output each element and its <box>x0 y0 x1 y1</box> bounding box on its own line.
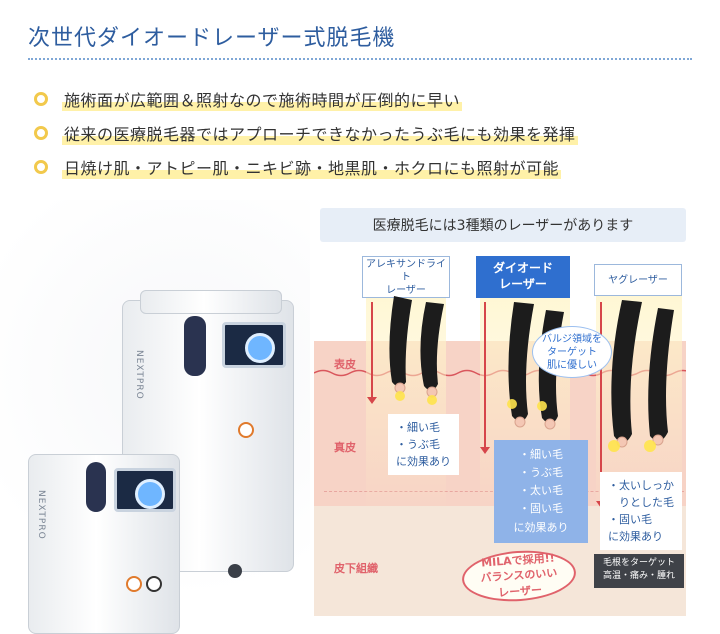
device-large-top <box>140 290 282 314</box>
device-large-knob <box>238 422 254 438</box>
laser-label-line: レーザー <box>499 277 547 291</box>
device-large-brand: NEXTPRO <box>134 350 144 400</box>
effect-line: ・太い毛 <box>519 484 563 498</box>
device-small-knob <box>126 576 142 592</box>
diode-effects: ・細い毛 ・うぶ毛 ・太い毛 ・固い毛 に効果あり <box>494 440 588 543</box>
effect-line: に効果あり <box>513 520 569 534</box>
bulge-note: バルジ領域をターゲット肌に優しい <box>532 326 612 378</box>
effect-line: ・固い毛 <box>519 502 563 516</box>
device-small-screen <box>114 468 176 512</box>
effect-line: ・うぶ毛 <box>396 438 440 452</box>
feature-text: 日焼け肌・アトピー肌・ニキビ跡・地黒肌・ホクロにも照射が可能 <box>62 155 562 179</box>
effect-line: に効果あり <box>396 455 451 469</box>
mila-note-line: レーザー <box>497 583 543 600</box>
alexandrite-effects: ・細い毛 ・うぶ毛 に効果あり <box>388 414 459 476</box>
device-photo: NEXTPRO NEXTPRO <box>0 200 310 634</box>
follicle-note-line: 毛根をターゲット <box>602 558 675 568</box>
laser-comparison-diagram: 医療脱毛には3種類のレーザーがあります アレキサンドライトレーザー ダイオードレ… <box>314 206 714 626</box>
feature-text: 施術面が広範囲＆照射なので施術時間が圧倒的に早い <box>62 87 463 111</box>
device-large-handpiece <box>184 316 206 376</box>
feature-item: 施術面が広範囲＆照射なので施術時間が圧倒的に早い <box>34 82 578 116</box>
laser-label-alexandrite: アレキサンドライトレーザー <box>362 256 450 298</box>
bulge-note-line: ターゲット <box>547 346 597 358</box>
device-large-screen <box>222 322 286 368</box>
layer-label-epidermis: 表皮 <box>334 358 356 371</box>
laser-label-diode: ダイオードレーザー <box>476 256 570 298</box>
layer-label-dermis: 真皮 <box>334 441 356 454</box>
effect-line: ・細い毛 <box>396 421 440 434</box>
feature-item: 日焼け肌・アトピー肌・ニキビ跡・地黒肌・ホクロにも照射が可能 <box>34 150 578 184</box>
laser-label-line: レーザー <box>386 284 426 296</box>
penetration-arrow <box>367 302 377 404</box>
bulge-note-line: 肌に優しい <box>547 359 597 371</box>
device-small-knob <box>146 576 162 592</box>
device-small-handpiece <box>86 462 106 512</box>
device-large-wheel <box>228 564 242 578</box>
yag-follicle-note: 毛根をターゲット 高温・痛み・腫れ <box>594 554 684 588</box>
laser-label-line: ヤグレーザー <box>608 274 668 286</box>
effect-line: ・細い毛 <box>519 448 563 461</box>
bullet-dot-icon <box>34 126 48 140</box>
feature-item: 従来の医療脱毛器ではアプローチできなかったうぶ毛にも効果を発揮 <box>34 116 578 150</box>
effect-line: ・太いしっか <box>608 479 674 492</box>
laser-label-yag: ヤグレーザー <box>594 264 682 296</box>
mila-note-line: バランスのいい <box>480 566 558 585</box>
bullet-dot-icon <box>34 160 48 174</box>
effect-line: ・固い毛 <box>608 513 652 527</box>
page-title: 次世代ダイオードレーザー式脱毛機 <box>28 26 396 51</box>
bullet-dot-icon <box>34 92 48 106</box>
bulge-note-line: バルジ領域を <box>542 333 602 345</box>
title-divider <box>28 58 692 60</box>
layer-label-subcutis: 皮下組織 <box>334 562 378 575</box>
device-small-brand: NEXTPRO <box>36 490 46 540</box>
feature-list: 施術面が広範囲＆照射なので施術時間が圧倒的に早い 従来の医療脱毛器ではアプローチ… <box>34 82 578 184</box>
diagram-header: 医療脱毛には3種類のレーザーがあります <box>320 208 686 242</box>
effect-line: に効果あり <box>608 530 663 544</box>
follicle-note-line: 高温・痛み・腫れ <box>602 571 675 582</box>
feature-text: 従来の医療脱毛器ではアプローチできなかったうぶ毛にも効果を発揮 <box>62 121 578 145</box>
effect-line: りとした毛 <box>608 496 674 510</box>
effect-line: ・うぶ毛 <box>519 466 563 480</box>
laser-label-line: アレキサンドライト <box>366 258 446 283</box>
yag-effects: ・太いしっか りとした毛 ・固い毛 に効果あり <box>600 472 682 551</box>
penetration-arrow <box>480 302 490 454</box>
laser-label-line: ダイオード <box>492 261 553 276</box>
